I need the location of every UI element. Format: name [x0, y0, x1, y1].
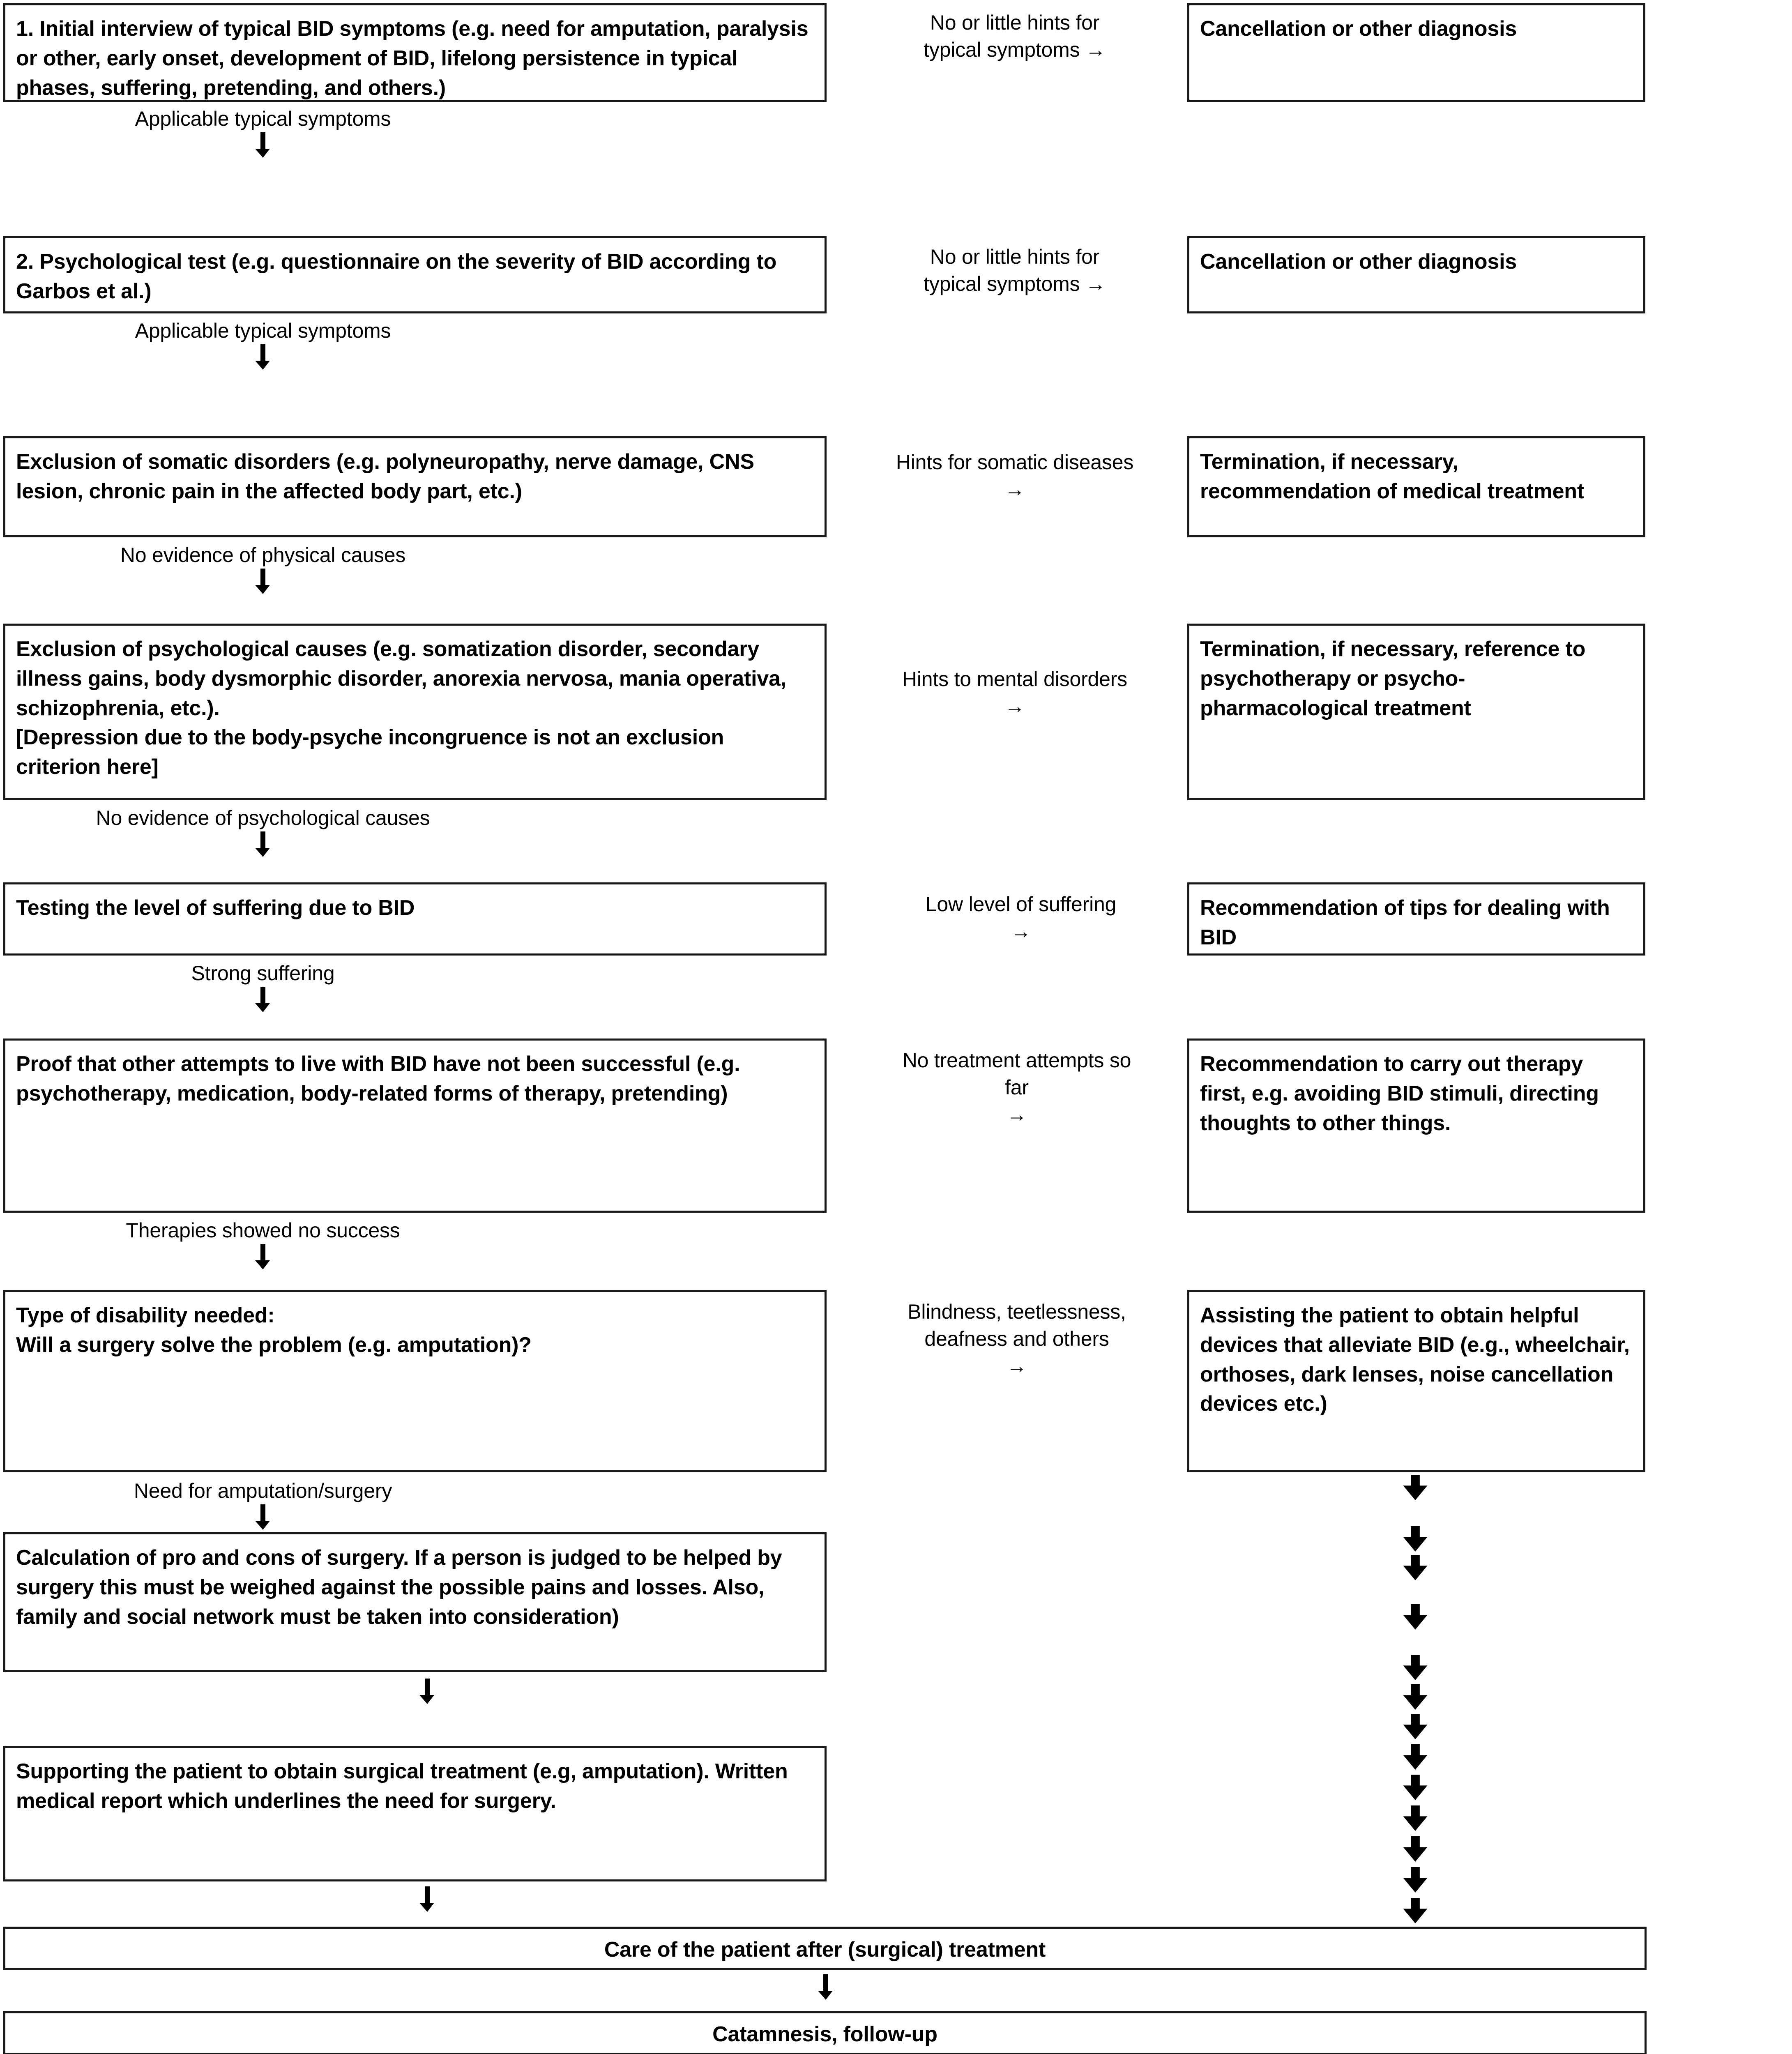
- condition-label-initial-interview: No or little hints for typical symptoms …: [924, 11, 1106, 61]
- edge-label-2: Applicable typical symptoms: [135, 319, 391, 342]
- flow-connector-9: [246, 1886, 608, 1912]
- arrow-down-icon: [255, 987, 270, 1012]
- outcome-box-psychological-test[interactable]: Cancellation or other diagnosis: [1187, 236, 1645, 313]
- arrow-down-icon: [255, 132, 270, 158]
- arrow-down-icon: [1403, 1867, 1428, 1893]
- condition-label-testing-suffering: Low level of suffering →: [925, 893, 1117, 943]
- right-flow-arrow-4: [1397, 1604, 1434, 1630]
- process-box-text: Exclusion of somatic disorders (e.g. pol…: [16, 450, 754, 503]
- arrow-down-icon: [1403, 1655, 1428, 1680]
- outcome-box-text: Recommendation to carry out therapy firs…: [1200, 1052, 1599, 1135]
- process-box-initial-interview[interactable]: 1. Initial interview of typical BID symp…: [3, 3, 827, 102]
- process-box-type-of-disability[interactable]: Type of disability needed: Will a surger…: [3, 1290, 827, 1472]
- arrow-down-icon: [1403, 1775, 1428, 1800]
- arrow-down-icon: [255, 831, 270, 857]
- process-box-text: Care of the patient after (surgical) tre…: [604, 1938, 1046, 1962]
- condition-label-psychological-test: No or little hints for typical symptoms …: [924, 245, 1106, 295]
- process-box-calculation-pro-cons[interactable]: Calculation of pro and cons of surgery. …: [3, 1532, 827, 1672]
- arrow-down-icon: [1403, 1898, 1428, 1923]
- flow-connector-5: Strong suffering: [99, 960, 427, 1012]
- flow-connector-8: [246, 1679, 608, 1704]
- outcome-box-type-of-disability[interactable]: Assisting the patient to obtain helpful …: [1187, 1290, 1645, 1472]
- process-box-testing-suffering[interactable]: Testing the level of suffering due to BI…: [3, 882, 827, 956]
- process-box-supporting-surgical-treatment[interactable]: Supporting the patient to obtain surgica…: [3, 1746, 827, 1881]
- outcome-box-text: Recommendation of tips for dealing with …: [1200, 896, 1610, 949]
- edge-label-3: No evidence of physical causes: [120, 543, 406, 566]
- process-box-text: Exclusion of psychological causes (e.g. …: [16, 637, 787, 779]
- outcome-box-testing-suffering[interactable]: Recommendation of tips for dealing with …: [1187, 882, 1645, 956]
- flow-connector-4: No evidence of psychological causes: [58, 804, 468, 857]
- process-box-text: Catamnesis, follow-up: [712, 2022, 937, 2046]
- outcome-box-text: Cancellation or other diagnosis: [1200, 17, 1517, 41]
- edge-label-4: No evidence of psychological causes: [96, 806, 430, 829]
- arrow-down-icon: [255, 1504, 270, 1530]
- arrow-down-icon: [1403, 1475, 1428, 1500]
- arrow-down-icon: [1403, 1836, 1428, 1862]
- outcome-box-exclusion-psychological[interactable]: Termination, if necessary, reference to …: [1187, 624, 1645, 800]
- flow-connector-6: Therapies showed no success: [82, 1217, 444, 1269]
- right-flow-arrow-9: [1397, 1775, 1434, 1800]
- arrow-down-icon: [1403, 1805, 1428, 1831]
- process-box-exclusion-psychological[interactable]: Exclusion of psychological causes (e.g. …: [3, 624, 827, 800]
- edge-label-1: Applicable typical symptoms: [135, 107, 391, 130]
- outcome-box-text: Termination, if necessary, recommendatio…: [1200, 450, 1584, 503]
- right-flow-arrow-3: [1397, 1555, 1434, 1580]
- outcome-box-exclusion-somatic[interactable]: Termination, if necessary, recommendatio…: [1187, 436, 1645, 537]
- right-flow-arrow-12: [1397, 1867, 1434, 1893]
- arrow-down-icon: [255, 1244, 270, 1269]
- right-flow-arrow-10: [1397, 1805, 1434, 1831]
- arrow-down-icon: [1403, 1744, 1428, 1770]
- flow-connector-7: Need for amputation/surgery: [82, 1477, 444, 1530]
- outcome-box-text: Assisting the patient to obtain helpful …: [1200, 1303, 1630, 1416]
- arrow-down-icon: [419, 1679, 434, 1704]
- process-box-psychological-test[interactable]: 2. Psychological test (e.g. questionnair…: [3, 236, 827, 313]
- outcome-box-text: Termination, if necessary, reference to …: [1200, 637, 1586, 720]
- arrow-down-icon: [1403, 1555, 1428, 1580]
- right-flow-arrow-13: [1397, 1898, 1434, 1923]
- arrow-down-icon: [255, 344, 270, 370]
- right-flow-arrow-2: [1397, 1526, 1434, 1552]
- outcome-box-initial-interview[interactable]: Cancellation or other diagnosis: [1187, 3, 1645, 102]
- right-flow-arrow-1: [1397, 1475, 1434, 1500]
- outcome-box-text: Cancellation or other diagnosis: [1200, 250, 1517, 274]
- condition-label-exclusion-somatic: Hints for somatic diseases →: [896, 451, 1134, 501]
- arrow-down-icon: [818, 1974, 833, 2000]
- process-box-care-after-treatment[interactable]: Care of the patient after (surgical) tre…: [3, 1927, 1647, 1970]
- arrow-down-icon: [1403, 1604, 1428, 1630]
- arrow-down-icon: [1403, 1684, 1428, 1710]
- arrow-down-icon: [1403, 1526, 1428, 1552]
- flow-connector-3: No evidence of physical causes: [99, 541, 427, 594]
- flow-connector-footer: [723, 1974, 928, 2000]
- process-box-text: Calculation of pro and cons of surgery. …: [16, 1546, 782, 1629]
- condition-label-exclusion-psychological: Hints to mental disorders →: [902, 668, 1127, 718]
- right-flow-arrow-6: [1397, 1684, 1434, 1710]
- edge-label-7: Need for amputation/surgery: [134, 1479, 392, 1502]
- process-box-catamnesis-followup[interactable]: Catamnesis, follow-up: [3, 2011, 1647, 2054]
- arrow-down-icon: [255, 569, 270, 594]
- process-box-proof-attempts[interactable]: Proof that other attempts to live with B…: [3, 1039, 827, 1213]
- condition-label-type-of-disability: Blindness, teetlessness, deafness and ot…: [908, 1300, 1126, 1377]
- condition-label-proof-attempts: No treatment attempts so far →: [902, 1049, 1131, 1126]
- outcome-box-proof-attempts[interactable]: Recommendation to carry out therapy firs…: [1187, 1039, 1645, 1213]
- edge-label-5: Strong suffering: [191, 962, 335, 985]
- arrow-down-icon: [419, 1886, 434, 1912]
- process-box-text: 2. Psychological test (e.g. questionnair…: [16, 250, 777, 303]
- process-box-exclusion-somatic[interactable]: Exclusion of somatic disorders (e.g. pol…: [3, 436, 827, 537]
- process-box-text: Type of disability needed: Will a surger…: [16, 1303, 532, 1357]
- flow-connector-1: Applicable typical symptoms: [99, 105, 427, 158]
- process-box-text: 1. Initial interview of typical BID symp…: [16, 17, 808, 100]
- right-flow-arrow-5: [1397, 1655, 1434, 1680]
- right-flow-arrow-7: [1397, 1714, 1434, 1739]
- process-box-text: Supporting the patient to obtain surgica…: [16, 1759, 788, 1813]
- right-flow-arrow-11: [1397, 1836, 1434, 1862]
- arrow-down-icon: [1403, 1714, 1428, 1739]
- process-box-text: Testing the level of suffering due to BI…: [16, 896, 415, 920]
- flow-connector-2: Applicable typical symptoms: [99, 317, 427, 370]
- right-flow-arrow-8: [1397, 1744, 1434, 1770]
- process-box-text: Proof that other attempts to live with B…: [16, 1052, 740, 1105]
- edge-label-6: Therapies showed no success: [126, 1219, 400, 1242]
